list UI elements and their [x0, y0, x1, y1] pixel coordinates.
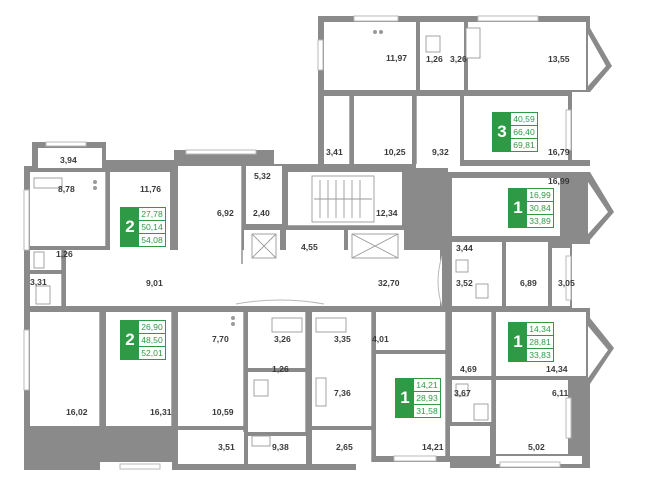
room-area: 4,69	[460, 364, 477, 374]
room-area-labels: 11,97 1,26 3,26 13,55 3,41 10,25 9,32 16…	[30, 53, 575, 452]
total-area: 28,81	[527, 335, 553, 349]
room-area: 9,01	[146, 278, 163, 288]
room-count: 3	[493, 113, 511, 151]
room-area: 3,35	[334, 334, 351, 344]
room-area: 32,70	[378, 278, 400, 288]
total-area: 30,84	[527, 201, 553, 215]
apartment-badge-1room-center: 1 14,21 28,93 31,58	[395, 378, 441, 418]
total-area: 50,14	[139, 220, 165, 234]
living-area: 26,90	[141, 322, 163, 332]
room-area: 16,31	[150, 407, 172, 417]
room-count: 1	[509, 323, 527, 361]
total-area: 66,40	[511, 125, 537, 139]
room-area: 10,59	[212, 407, 234, 417]
apartment-badge-2room-left: 2 27,78 50,14 54,08	[120, 207, 166, 247]
apartment-areas: 26,90 48,50 52,01	[139, 321, 165, 359]
living-area: 14,21	[416, 380, 438, 390]
room-area: 3,05	[558, 278, 575, 288]
room-area: 3,31	[30, 277, 47, 287]
stair-core	[251, 175, 399, 259]
total-area: 28,93	[414, 391, 440, 405]
room-area: 9,38	[272, 442, 289, 452]
total-area: 48,50	[139, 333, 165, 347]
room-area: 2,40	[253, 208, 270, 218]
room-area: 2,65	[336, 442, 353, 452]
room-area: 11,76	[140, 184, 161, 194]
room-count: 2	[121, 208, 139, 246]
room-area: 3,41	[326, 147, 343, 157]
apartment-badge-3room: 3 40,59 66,40 69,81	[492, 112, 538, 152]
room-area: 11,97	[386, 53, 407, 63]
room-area: 8,78	[58, 184, 75, 194]
total-area-with-balcony: 52,01	[141, 348, 163, 358]
room-area: 3,51	[218, 442, 235, 452]
room-area: 3,26	[274, 334, 291, 344]
room-area: 12,34	[376, 208, 398, 218]
room-area: 10,25	[384, 147, 406, 157]
total-area-with-balcony: 69,81	[513, 140, 535, 150]
living-area: 14,34	[529, 324, 551, 334]
total-area-with-balcony: 33,83	[529, 350, 551, 360]
room-area: 16,79	[548, 147, 570, 157]
room-area: 6,11	[552, 388, 568, 398]
total-area-with-balcony: 31,58	[416, 406, 438, 416]
room-area: 1,26	[272, 364, 289, 374]
apartment-areas: 14,21 28,93 31,58	[414, 379, 440, 417]
apartment-badge-1room-upper: 1 16,99 30,84 33,89	[508, 188, 554, 228]
living-area: 16,99	[529, 190, 551, 200]
room-area: 3,44	[456, 243, 473, 253]
room-area: 13,55	[548, 54, 570, 64]
apartment-badge-2room-lower: 2 26,90 48,50 52,01	[120, 320, 166, 360]
room-area: 1,26	[426, 54, 443, 64]
apartment-areas: 40,59 66,40 69,81	[511, 113, 537, 151]
room-area: 3,26	[450, 54, 467, 64]
fixtures	[33, 27, 489, 447]
room-area: 5,32	[254, 171, 271, 181]
room-area: 4,01	[372, 334, 389, 344]
room-area: 9,32	[432, 147, 449, 157]
room-area: 7,70	[212, 334, 229, 344]
apartment-badge-1room-right: 1 14,34 28,81 33,83	[508, 322, 554, 362]
room-area: 6,89	[520, 278, 537, 288]
room-area: 16,02	[66, 407, 88, 417]
apartment-areas: 27,78 50,14 54,08	[139, 208, 165, 246]
room-area: 1,26	[56, 249, 73, 259]
room-area: 3,52	[456, 278, 473, 288]
total-area-with-balcony: 54,08	[141, 235, 163, 245]
windows	[23, 15, 572, 470]
room-count: 1	[509, 189, 527, 227]
room-area: 16,99	[548, 176, 570, 186]
room-area: 5,02	[528, 442, 545, 452]
room-count: 1	[396, 379, 414, 417]
room-area: 6,92	[217, 208, 234, 218]
living-area: 27,78	[141, 209, 163, 219]
apartment-areas: 16,99 30,84 33,89	[527, 189, 553, 227]
room-count: 2	[121, 321, 139, 359]
room-area: 3,94	[60, 155, 77, 165]
apartment-areas: 14,34 28,81 33,83	[527, 323, 553, 361]
room-area: 14,34	[546, 364, 568, 374]
total-area-with-balcony: 33,89	[529, 216, 551, 226]
room-area: 4,55	[301, 242, 318, 252]
room-area: 3,67	[454, 388, 471, 398]
room-area: 14,21	[422, 442, 444, 452]
partitions	[61, 90, 568, 462]
living-area: 40,59	[513, 114, 535, 124]
room-area: 7,36	[334, 388, 351, 398]
